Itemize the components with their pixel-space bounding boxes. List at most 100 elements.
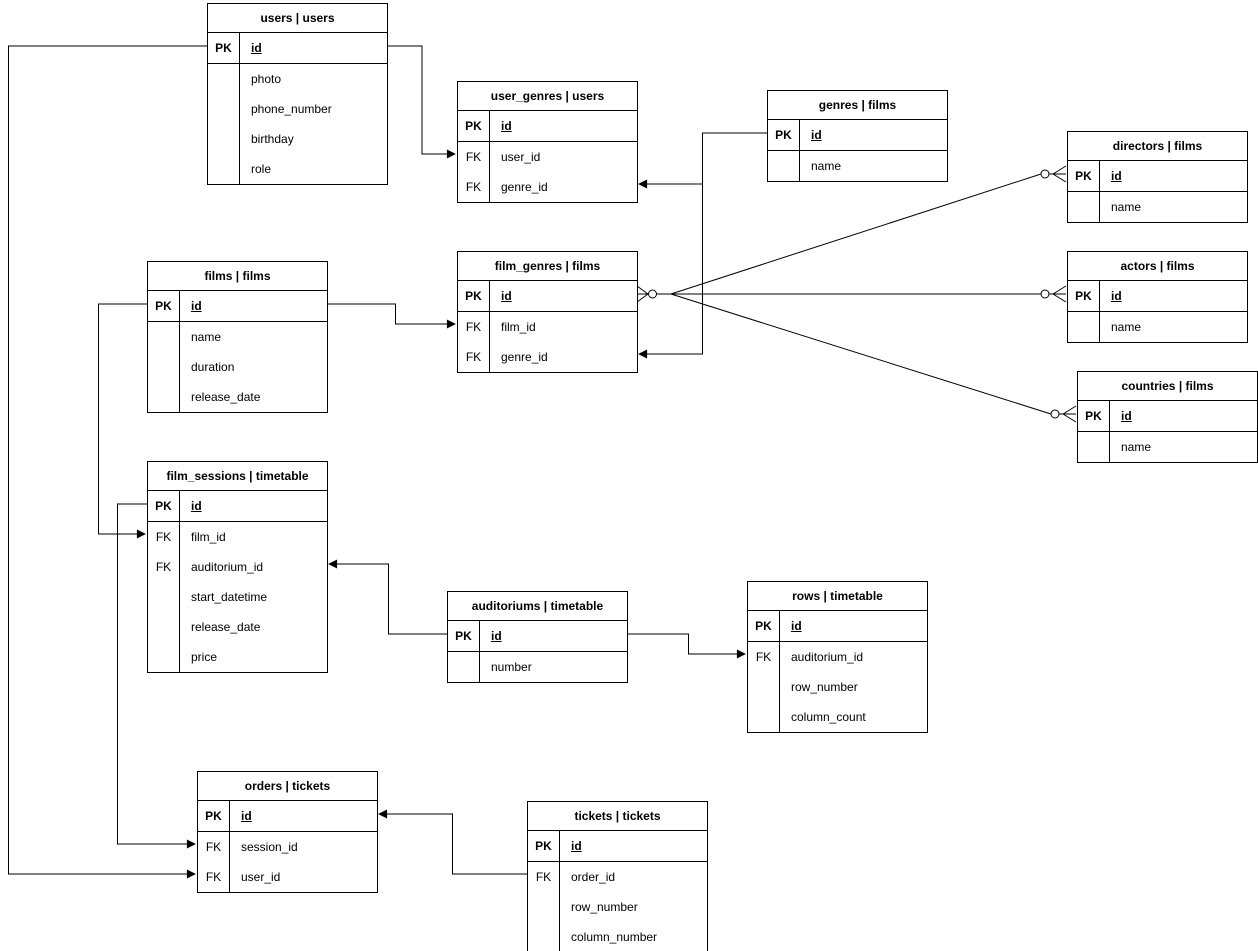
fk-badge: FK bbox=[458, 172, 490, 202]
table-row: FK film_id bbox=[148, 522, 327, 552]
table-row: FK session_id bbox=[198, 832, 377, 862]
table-title: auditoriums | timetable bbox=[448, 592, 627, 621]
field-name: id bbox=[501, 119, 512, 133]
table-row: name bbox=[768, 151, 947, 181]
entity-table-film-genres[interactable]: film_genres | films PK id FK film_id FK … bbox=[457, 251, 638, 373]
table-row-pk: PK id bbox=[458, 111, 637, 142]
entity-table-directors[interactable]: directors | films PK id name bbox=[1067, 131, 1248, 223]
key-badge bbox=[148, 612, 180, 642]
table-title: directors | films bbox=[1068, 132, 1247, 161]
entity-table-actors[interactable]: actors | films PK id name bbox=[1067, 251, 1248, 343]
field-name: row_number bbox=[791, 680, 858, 694]
table-row: name bbox=[1068, 312, 1247, 342]
edge-film-genres-to-directors[interactable] bbox=[670, 165, 1067, 295]
table-body: name duration release_date bbox=[148, 322, 327, 412]
entity-table-genres[interactable]: genres | films PK id name bbox=[767, 90, 948, 182]
table-row: FK auditorium_id bbox=[148, 552, 327, 582]
table-title: user_genres | users bbox=[458, 82, 637, 111]
field-name: auditorium_id bbox=[791, 650, 864, 664]
fk-badge: FK bbox=[198, 862, 230, 892]
fk-badge: FK bbox=[148, 552, 180, 582]
table-title: rows | timetable bbox=[748, 582, 927, 611]
table-row: duration bbox=[148, 352, 327, 382]
edge-films-to-film-genres[interactable] bbox=[327, 303, 456, 329]
table-title: countries | films bbox=[1078, 372, 1257, 401]
edge-tickets-to-orders[interactable] bbox=[378, 809, 527, 875]
field-name: genre_id bbox=[501, 350, 548, 364]
pk-badge: PK bbox=[1068, 161, 1100, 191]
entity-table-tickets[interactable]: tickets | tickets PK id FK order_id row_… bbox=[527, 801, 708, 951]
table-row-pk: PK id bbox=[198, 801, 377, 832]
table-body: FK session_id FK user_id bbox=[198, 832, 377, 892]
edge-auditoriums-to-film-sessions[interactable] bbox=[328, 559, 447, 635]
pk-badge: PK bbox=[528, 831, 560, 861]
field-name: phone_number bbox=[251, 102, 332, 116]
field-name: duration bbox=[191, 360, 235, 374]
table-row: release_date bbox=[148, 612, 327, 642]
fk-badge: FK bbox=[458, 342, 490, 372]
key-badge bbox=[208, 154, 240, 184]
entity-table-users[interactable]: users | users PK id photo phone_number b… bbox=[207, 3, 388, 185]
entity-table-user-genres[interactable]: user_genres | users PK id FK user_id FK … bbox=[457, 81, 638, 203]
edge-film-genres-to-countries[interactable] bbox=[670, 293, 1077, 423]
table-row: FK film_id bbox=[458, 312, 637, 342]
table-row: price bbox=[148, 642, 327, 672]
edge-users-to-user-genres[interactable] bbox=[388, 45, 456, 159]
field-name: order_id bbox=[571, 870, 616, 884]
edge-auditoriums-to-rows[interactable] bbox=[627, 633, 746, 659]
key-badge bbox=[448, 652, 480, 682]
key-badge bbox=[148, 642, 180, 672]
key-badge bbox=[208, 94, 240, 124]
edge-film-genres-junction-crow-foot[interactable] bbox=[636, 285, 671, 303]
entity-table-film-sessions[interactable]: film_sessions | timetable PK id FK film_… bbox=[147, 461, 328, 673]
table-row: photo bbox=[208, 64, 387, 94]
field-name: film_id bbox=[191, 530, 226, 544]
fk-badge: FK bbox=[148, 522, 180, 552]
pk-badge: PK bbox=[198, 801, 230, 831]
pk-badge: PK bbox=[148, 491, 180, 521]
field-name: id bbox=[1111, 169, 1122, 183]
key-badge bbox=[208, 124, 240, 154]
edge-users-to-orders[interactable] bbox=[8, 45, 208, 879]
field-name: name bbox=[191, 330, 222, 344]
edge-film-genres-to-actors[interactable] bbox=[671, 285, 1067, 303]
table-row: release_date bbox=[148, 382, 327, 412]
table-row: birthday bbox=[208, 124, 387, 154]
table-row-pk: PK id bbox=[528, 831, 707, 862]
field-name: user_id bbox=[241, 870, 281, 884]
table-body: name bbox=[1068, 192, 1247, 222]
table-row: column_count bbox=[748, 702, 927, 732]
field-name: id bbox=[1121, 409, 1132, 423]
field-name: genre_id bbox=[501, 180, 548, 194]
key-badge bbox=[208, 64, 240, 94]
edge-genres-to-user-genres[interactable] bbox=[638, 132, 767, 189]
pk-badge: PK bbox=[458, 281, 490, 311]
table-title: tickets | tickets bbox=[528, 802, 707, 831]
fk-badge: FK bbox=[458, 312, 490, 342]
field-name: id bbox=[491, 629, 502, 643]
table-row: FK genre_id bbox=[458, 342, 637, 372]
table-title: orders | tickets bbox=[198, 772, 377, 801]
entity-table-films[interactable]: films | films PK id name duration releas… bbox=[147, 261, 328, 413]
entity-table-orders[interactable]: orders | tickets PK id FK session_id FK … bbox=[197, 771, 378, 893]
field-name: id bbox=[791, 619, 802, 633]
pk-badge: PK bbox=[148, 291, 180, 321]
edge-genres-to-film-genres[interactable] bbox=[638, 184, 703, 359]
table-title: films | films bbox=[148, 262, 327, 291]
entity-table-rows[interactable]: rows | timetable PK id FK auditorium_id … bbox=[747, 581, 928, 733]
field-name: release_date bbox=[191, 390, 261, 404]
key-badge bbox=[528, 922, 560, 951]
table-row: FK auditorium_id bbox=[748, 642, 927, 672]
edge-films-to-film-sessions[interactable] bbox=[98, 303, 148, 539]
table-row: FK user_id bbox=[458, 142, 637, 172]
table-row: row_number bbox=[748, 672, 927, 702]
fk-badge: FK bbox=[458, 142, 490, 172]
entity-table-countries[interactable]: countries | films PK id name bbox=[1077, 371, 1258, 463]
key-badge bbox=[748, 672, 780, 702]
table-row: FK user_id bbox=[198, 862, 377, 892]
entity-table-auditoriums[interactable]: auditoriums | timetable PK id number bbox=[447, 591, 628, 683]
pk-badge: PK bbox=[768, 120, 800, 150]
field-name: name bbox=[811, 159, 842, 173]
table-row: phone_number bbox=[208, 94, 387, 124]
edge-film-sessions-to-orders[interactable] bbox=[117, 503, 196, 849]
